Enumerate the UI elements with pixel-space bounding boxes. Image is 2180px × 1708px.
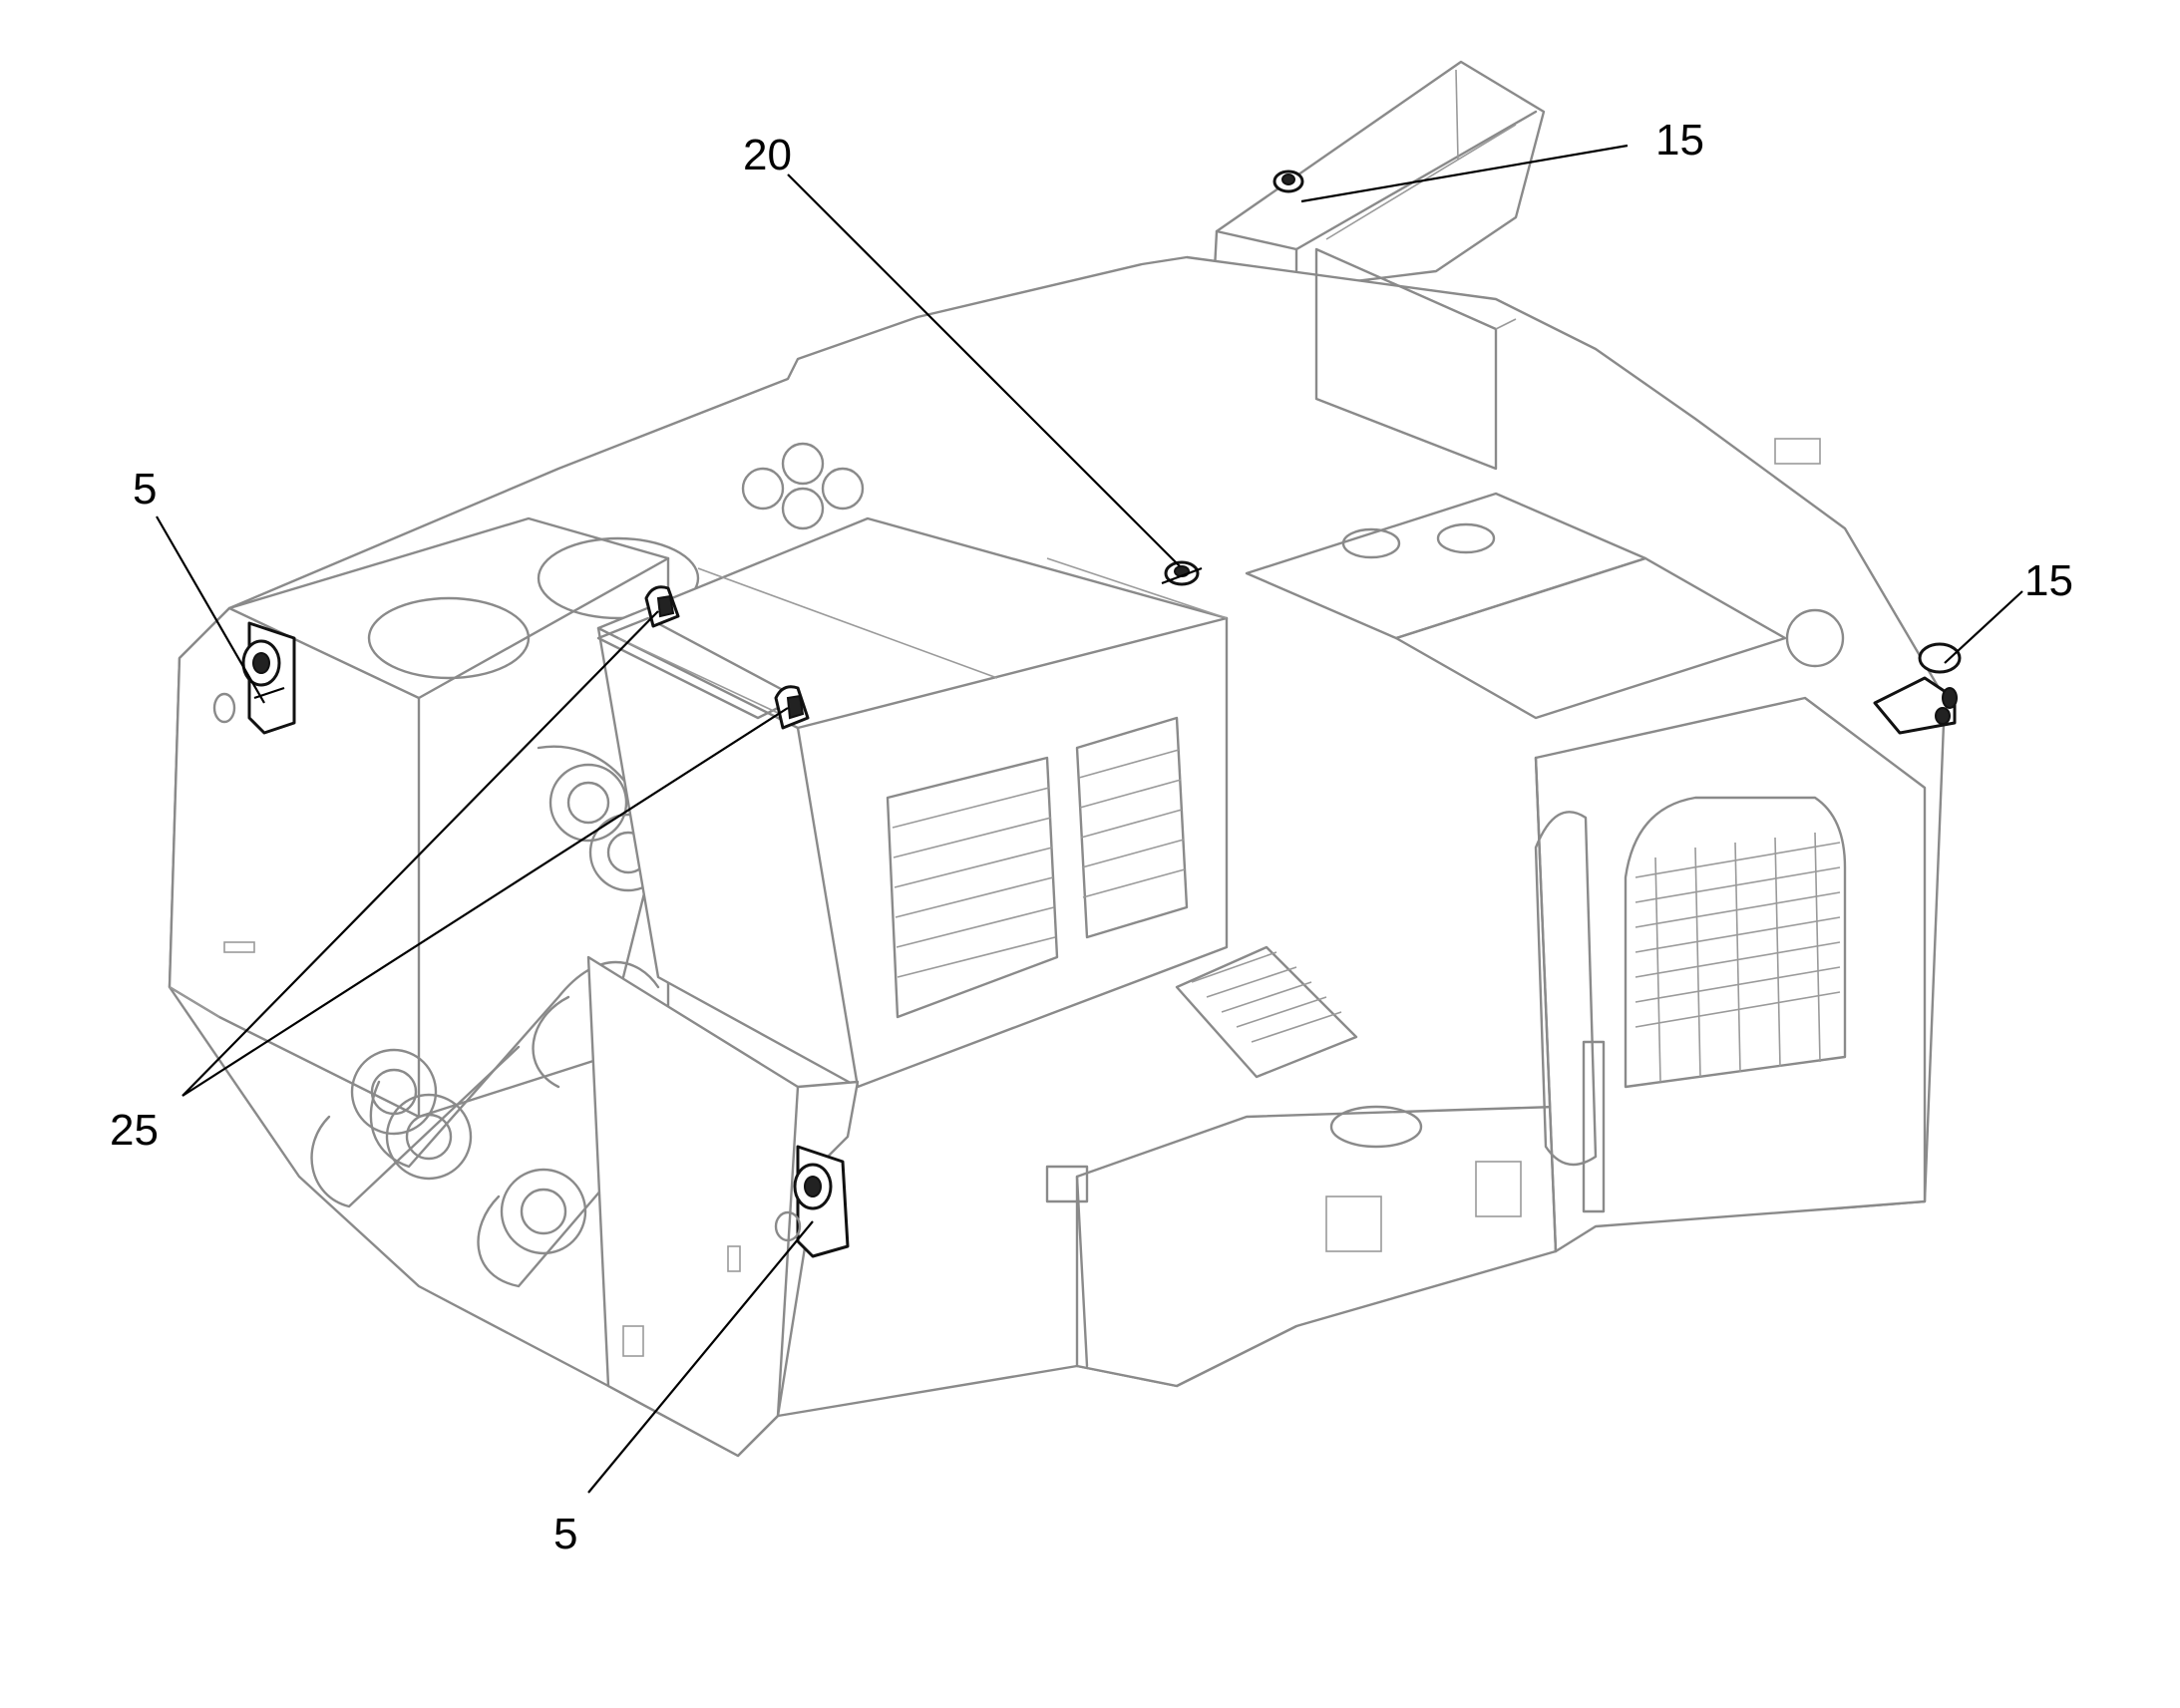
callout-15-top: 15: [1655, 116, 1704, 165]
work-light-left: [212, 621, 296, 735]
machine-body: [168, 60, 1947, 1458]
callout-15-right: 15: [2024, 556, 2073, 605]
lower-tanks: [1045, 1105, 1558, 1388]
callout-labels: 15 20 5 15 25 5: [110, 116, 2073, 1558]
radiator-grille: [1635, 832, 1841, 1083]
callout-5-left: 5: [133, 465, 157, 513]
light-bracket-right: [1873, 642, 1962, 735]
rear-chute: [1213, 60, 1546, 293]
leader-5-bottom: [587, 1220, 814, 1494]
leader-25-a: [182, 610, 659, 1097]
leader-15-top: [1300, 144, 1629, 203]
leader-15-right: [1944, 590, 2023, 664]
boom-arms: [310, 745, 668, 1288]
deck-plates: [1245, 247, 1845, 720]
filter-canisters: [741, 442, 865, 530]
leader-20: [787, 173, 1181, 567]
leader-5-left: [156, 515, 265, 704]
callout-25: 25: [110, 1106, 159, 1155]
engine-hood: [596, 516, 1229, 1089]
rail-sensor-top: [1161, 560, 1203, 586]
work-light-bottom: [774, 1145, 850, 1258]
light-bracket-rear-top: [1272, 170, 1304, 193]
leader-25-b: [182, 707, 789, 1097]
callout-5-bottom: 5: [553, 1510, 577, 1558]
leader-lines: [156, 144, 2023, 1494]
callout-20: 20: [743, 131, 792, 179]
radiator-section: [1534, 696, 1927, 1253]
